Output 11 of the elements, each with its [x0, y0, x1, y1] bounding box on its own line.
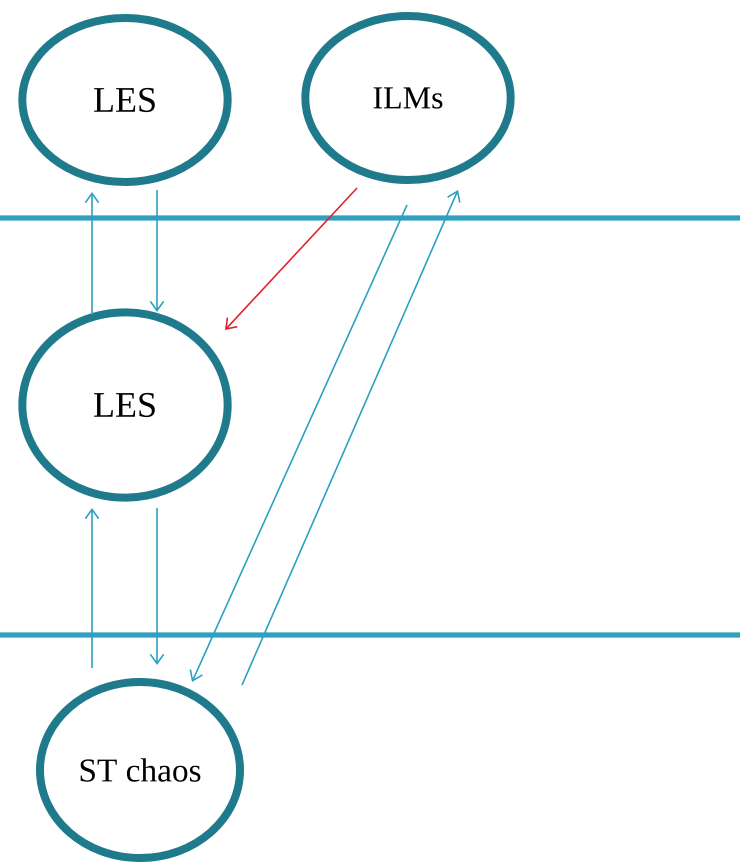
arrow	[150, 190, 164, 312]
arrow	[241, 190, 461, 686]
arrow	[225, 187, 358, 330]
ellipse-node: LES	[18, 308, 232, 502]
arrow	[84, 508, 100, 668]
arrow	[84, 192, 100, 315]
arrow	[190, 204, 408, 682]
ellipse-node: ST chaos	[36, 678, 244, 862]
ellipse-node: ILMs	[301, 12, 515, 184]
ellipse-node: LES	[18, 14, 232, 186]
arrow	[150, 508, 164, 666]
